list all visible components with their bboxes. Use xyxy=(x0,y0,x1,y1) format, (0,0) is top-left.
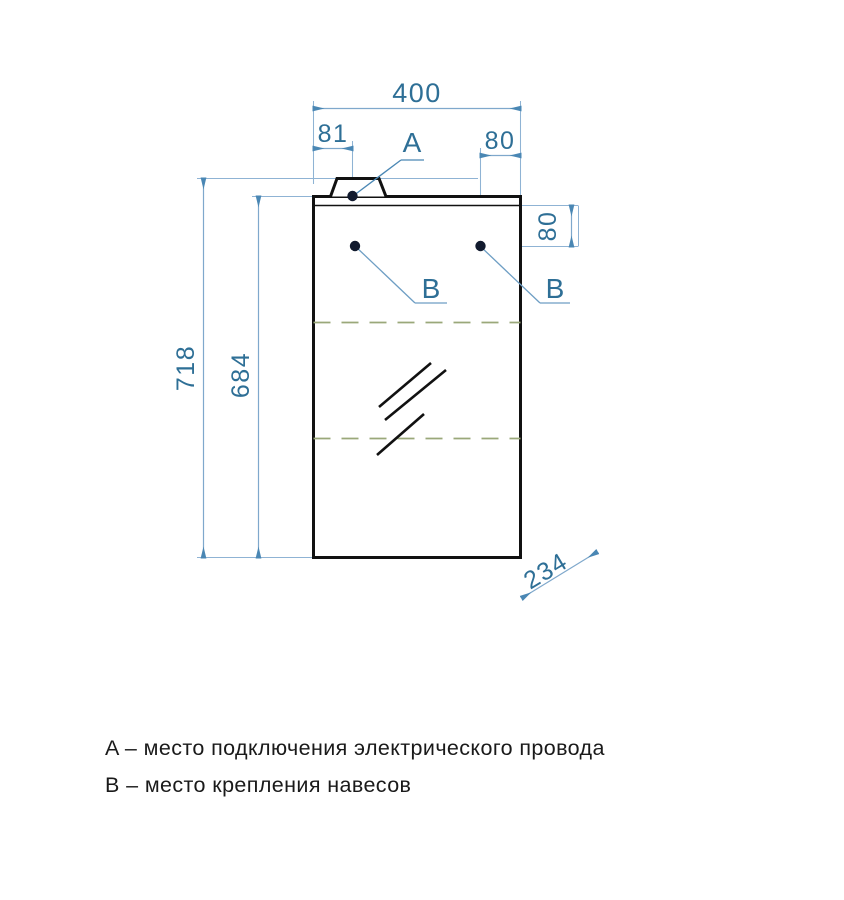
dimension-depth xyxy=(519,549,600,601)
dimension-label-hinge-top-offset: 80 xyxy=(534,211,562,242)
marker-b-left-label: B xyxy=(422,273,441,304)
dimension-hinge-top-offset xyxy=(568,204,579,248)
cabinet-body-outline xyxy=(312,195,522,559)
dimension-label-depth: 234 xyxy=(519,547,573,595)
mirror-glass-symbol xyxy=(376,362,447,456)
legend-block: A – место подключения электрического про… xyxy=(105,730,805,804)
dimension-label-width-overall: 400 xyxy=(392,78,442,108)
marker-a-dot xyxy=(347,190,358,202)
marker-a-label: A xyxy=(403,127,422,158)
legend-row-b: B – место крепления навесов xyxy=(105,773,412,797)
dimension-label-height-overall: 718 xyxy=(172,345,200,391)
leader-marker-a xyxy=(352,159,424,197)
light-housing-shape xyxy=(329,177,388,198)
legend-row-a: A – место подключения электрического про… xyxy=(105,736,605,760)
dimension-label-offset-right-hinge: 80 xyxy=(485,127,516,155)
marker-b-left-dot xyxy=(349,240,361,252)
marker-b-right-dot xyxy=(475,240,486,252)
dimension-label-height-body: 684 xyxy=(227,352,255,398)
dimension-label-offset-left-light: 81 xyxy=(318,120,349,148)
leader-marker-b-right xyxy=(479,245,570,304)
marker-b-right-label: B xyxy=(546,273,565,304)
leader-marker-b-left xyxy=(354,245,447,304)
